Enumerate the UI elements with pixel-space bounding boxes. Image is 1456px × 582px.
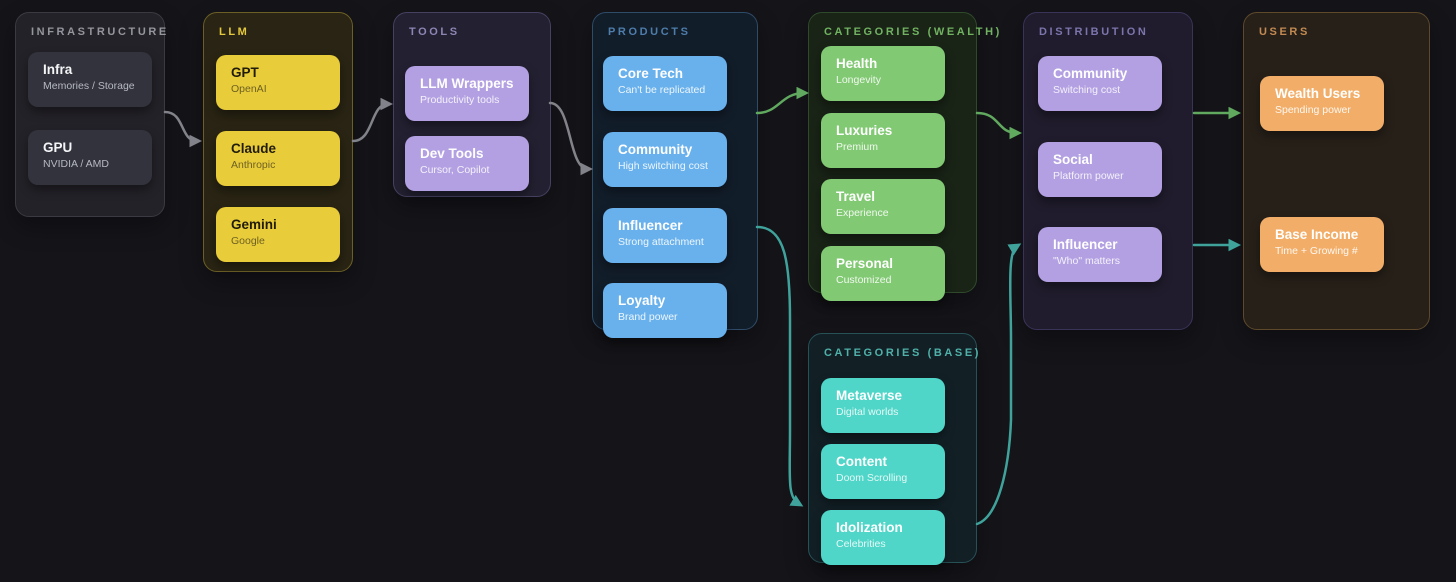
node-title: Loyalty (618, 293, 666, 308)
group-label-distribution: DISTRIBUTION (1039, 26, 1149, 38)
node-title: Content (836, 454, 887, 469)
node-gpt[interactable]: GPT OpenAI (216, 55, 340, 110)
node-title: Dev Tools (420, 146, 484, 161)
node-subtitle: Longevity (836, 74, 881, 86)
node-title: Gemini (231, 217, 277, 232)
arrow-infrastructure-to-llm (163, 110, 202, 148)
node-title: Influencer (1053, 237, 1118, 252)
node-subtitle: Time + Growing # (1275, 245, 1358, 257)
node-title: Social (1053, 152, 1093, 167)
node-title: Claude (231, 141, 277, 156)
group-label-categories-base: CATEGORIES (BASE) (824, 347, 982, 359)
node-title: Travel (836, 189, 876, 204)
node-subtitle: Celebrities (836, 538, 886, 550)
node-title: GPT (231, 65, 259, 80)
node-gpu[interactable]: GPU NVIDIA / AMD (28, 130, 152, 185)
group-label-products: PRODUCTS (608, 26, 691, 38)
node-subtitle: Productivity tools (420, 94, 500, 106)
node-title: Idolization (836, 520, 903, 535)
group-label-users: USERS (1259, 26, 1310, 38)
node-title: Wealth Users (1275, 86, 1361, 101)
node-title: Metaverse (836, 388, 903, 403)
node-title: Personal (836, 256, 894, 271)
group-users: USERS (1243, 12, 1430, 330)
arrow-tools-to-products (548, 101, 593, 176)
node-subtitle: Digital worlds (836, 406, 899, 418)
node-subtitle: Spending power (1275, 104, 1351, 116)
node-title: Core Tech (618, 66, 684, 81)
node-subtitle: Can't be replicated (618, 84, 706, 96)
node-subtitle: Customized (836, 274, 892, 286)
node-title: Community (1053, 66, 1128, 81)
node-subtitle: OpenAI (231, 83, 267, 95)
node-subtitle: Cursor, Copilot (420, 164, 490, 176)
node-title: LLM Wrappers (420, 76, 514, 91)
node-subtitle: Platform power (1053, 170, 1124, 182)
node-subtitle: Anthropic (231, 159, 276, 171)
arrow-products-to-categories-wealth (755, 86, 809, 115)
node-title: Influencer (618, 218, 683, 233)
node-subtitle: Memories / Storage (43, 80, 135, 92)
node-title: Luxuries (836, 123, 893, 138)
node-subtitle: Switching cost (1053, 84, 1121, 96)
node-title: Base Income (1275, 227, 1359, 242)
node-title: GPU (43, 140, 73, 155)
node-subtitle: "Who" matters (1053, 255, 1120, 267)
arrow-categories-wealth-to-distribution (975, 111, 1022, 140)
group-label-categories-wealth: CATEGORIES (WEALTH) (824, 26, 1002, 38)
node-subtitle: Google (231, 235, 265, 247)
arrow-products-to-categories-base (755, 225, 804, 507)
arrow-categories-base-to-distribution (975, 243, 1022, 526)
node-subtitle: Doom Scrolling (836, 472, 908, 484)
node-title: Health (836, 56, 878, 71)
node-influencer-distribution[interactable]: Influencer "Who" matters (1038, 227, 1162, 282)
node-title: Community (618, 142, 693, 157)
node-subtitle: NVIDIA / AMD (43, 158, 109, 170)
group-infrastructure: INFRASTRUCTURE (15, 12, 166, 217)
node-subtitle: Brand power (618, 311, 678, 323)
group-label-tools: TOOLS (409, 26, 460, 38)
group-label-llm: LLM (219, 26, 250, 38)
node-title: Infra (43, 62, 73, 77)
node-subtitle: Strong attachment (618, 236, 704, 248)
group-label-infrastructure: INFRASTRUCTURE (31, 26, 169, 38)
node-subtitle: High switching cost (618, 160, 708, 172)
node-subtitle: Experience (836, 207, 889, 219)
node-subtitle: Premium (836, 141, 879, 153)
arrow-llm-to-tools (351, 97, 393, 143)
